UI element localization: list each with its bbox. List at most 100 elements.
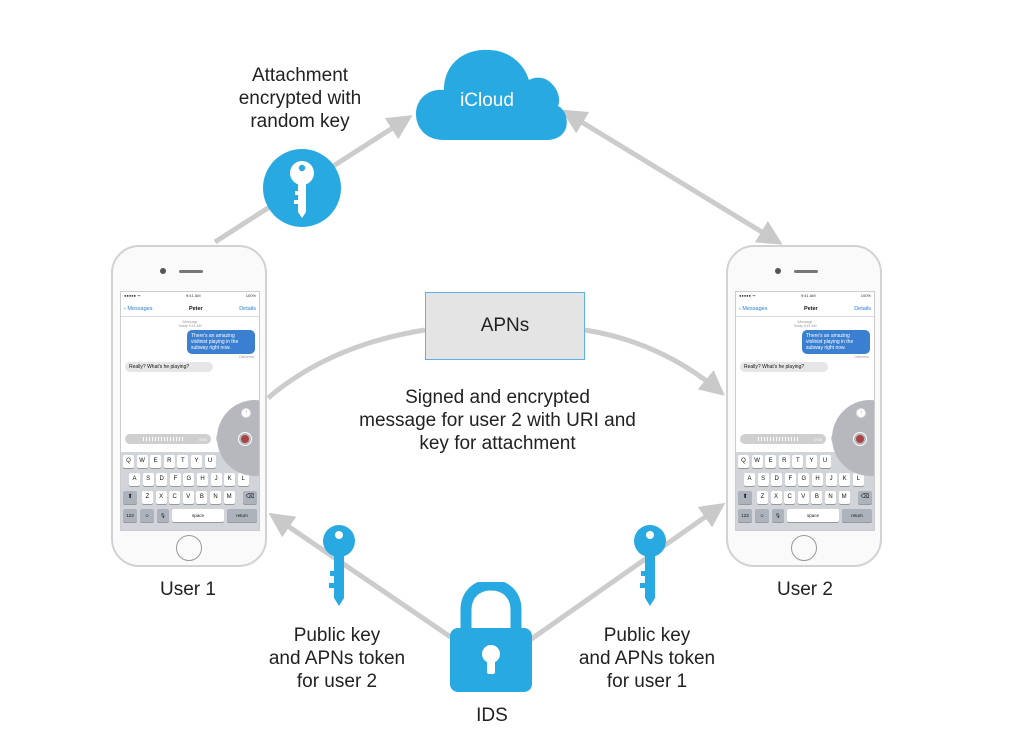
keyboard-row-4: 123 ☺ 🎙 space return <box>736 509 874 523</box>
keyboard-row-4: 123 ☺ 🎙 space return <box>121 509 259 523</box>
key-s[interactable]: S <box>757 473 769 486</box>
speaker-grille <box>794 270 818 273</box>
key-u[interactable]: U <box>204 455 216 468</box>
phone-screen: ●●●●● ᯤ 9:41 AM 100% ‹ Messages Peter De… <box>735 291 875 531</box>
send-audio-icon[interactable]: ↑ <box>241 408 251 418</box>
key-v[interactable]: V <box>182 491 194 504</box>
ids-lock-icon <box>450 582 532 692</box>
mic-key-icon[interactable]: 🎙 <box>157 509 169 522</box>
conversation-title: Peter <box>803 306 818 312</box>
emoji-key-icon[interactable]: ☺ <box>140 509 154 522</box>
emoji-key-icon[interactable]: ☺ <box>755 509 769 522</box>
key-y[interactable]: Y <box>191 455 202 468</box>
record-icon[interactable] <box>853 432 867 446</box>
public-key-user1-label: Public key and APNs token for user 1 <box>578 625 716 692</box>
messages-nav-bar: ‹ Messages Peter Details <box>736 302 874 317</box>
key-e[interactable]: E <box>765 455 777 468</box>
key-f[interactable]: F <box>784 473 796 486</box>
back-button[interactable]: ‹ Messages <box>124 306 153 312</box>
delete-key-icon[interactable]: ⌫ <box>243 491 257 504</box>
shift-key-icon[interactable]: ⬆ <box>123 491 137 504</box>
back-button[interactable]: ‹ Messages <box>739 306 768 312</box>
key-l[interactable]: L <box>852 473 864 486</box>
return-key[interactable]: return <box>227 509 257 522</box>
space-key[interactable]: space <box>787 509 839 522</box>
key-l[interactable]: L <box>237 473 249 486</box>
key-n[interactable]: N <box>825 491 836 504</box>
key-c[interactable]: C <box>169 491 181 504</box>
outgoing-message: There's an amazing violinist playing in … <box>187 330 255 354</box>
incoming-message: Really? What's he playing? <box>125 362 213 372</box>
apns-label: APNs <box>480 315 530 336</box>
key-r[interactable]: R <box>163 455 175 468</box>
key-q[interactable]: Q <box>738 455 749 468</box>
shift-key-icon[interactable]: ⬆ <box>738 491 752 504</box>
return-key[interactable]: return <box>842 509 872 522</box>
key-k[interactable]: K <box>224 473 236 486</box>
key-h[interactable]: H <box>197 473 208 486</box>
key-m[interactable]: M <box>223 491 235 504</box>
audio-waveform[interactable]: 0:04 <box>740 434 826 444</box>
mic-key-icon[interactable]: 🎙 <box>772 509 784 522</box>
arrow-apns-to-user2 <box>584 327 725 396</box>
key-f[interactable]: F <box>169 473 181 486</box>
delivered-status: Delivered <box>239 355 254 359</box>
key-m[interactable]: M <box>838 491 850 504</box>
key-u[interactable]: U <box>819 455 831 468</box>
ids-label: IDS <box>476 705 508 726</box>
key-e[interactable]: E <box>150 455 162 468</box>
send-audio-icon[interactable]: ↑ <box>856 408 866 418</box>
camera-icon <box>160 268 166 274</box>
key-t[interactable]: T <box>792 455 804 468</box>
key-v[interactable]: V <box>797 491 809 504</box>
key-h[interactable]: H <box>812 473 823 486</box>
key-b[interactable]: B <box>811 491 823 504</box>
key-q[interactable]: Q <box>123 455 134 468</box>
key-z[interactable]: Z <box>142 491 153 504</box>
key-t[interactable]: T <box>177 455 189 468</box>
key-d[interactable]: D <box>156 473 168 486</box>
key-123[interactable]: 123 <box>738 509 752 522</box>
key-b[interactable]: B <box>196 491 208 504</box>
public-key-user2-icon <box>323 525 355 606</box>
key-x[interactable]: X <box>770 491 782 504</box>
home-button[interactable] <box>176 535 202 561</box>
record-icon[interactable] <box>238 432 252 446</box>
key-g[interactable]: G <box>183 473 195 486</box>
key-w[interactable]: W <box>136 455 148 468</box>
message-timestamp: iMessage Today 9:41 AM <box>793 320 817 328</box>
key-a[interactable]: A <box>744 473 755 486</box>
home-button[interactable] <box>791 535 817 561</box>
key-j[interactable]: J <box>210 473 222 486</box>
key-g[interactable]: G <box>798 473 810 486</box>
key-w[interactable]: W <box>751 455 763 468</box>
audio-waveform[interactable]: 0:04 <box>125 434 211 444</box>
messages-nav-bar: ‹ Messages Peter Details <box>121 302 259 317</box>
key-n[interactable]: N <box>210 491 221 504</box>
arrow-user1-to-apns <box>266 327 426 400</box>
key-s[interactable]: S <box>142 473 154 486</box>
public-key-user2-label: Public key and APNs token for user 2 <box>268 625 406 692</box>
space-key[interactable]: space <box>172 509 224 522</box>
key-a[interactable]: A <box>129 473 140 486</box>
key-123[interactable]: 123 <box>123 509 137 522</box>
key-c[interactable]: C <box>784 491 796 504</box>
key-k[interactable]: K <box>839 473 851 486</box>
key-y[interactable]: Y <box>806 455 817 468</box>
key-d[interactable]: D <box>771 473 783 486</box>
key-j[interactable]: J <box>825 473 837 486</box>
key-z[interactable]: Z <box>757 491 768 504</box>
user2-label: User 2 <box>777 579 833 600</box>
incoming-message: Really? What's he playing? <box>740 362 828 372</box>
arrow-ids-to-user2 <box>528 502 726 643</box>
key-r[interactable]: R <box>778 455 790 468</box>
key-x[interactable]: X <box>155 491 167 504</box>
apns-box: APNs <box>425 292 585 360</box>
details-button[interactable]: Details <box>854 306 871 312</box>
details-button[interactable]: Details <box>239 306 256 312</box>
delete-key-icon[interactable]: ⌫ <box>858 491 872 504</box>
